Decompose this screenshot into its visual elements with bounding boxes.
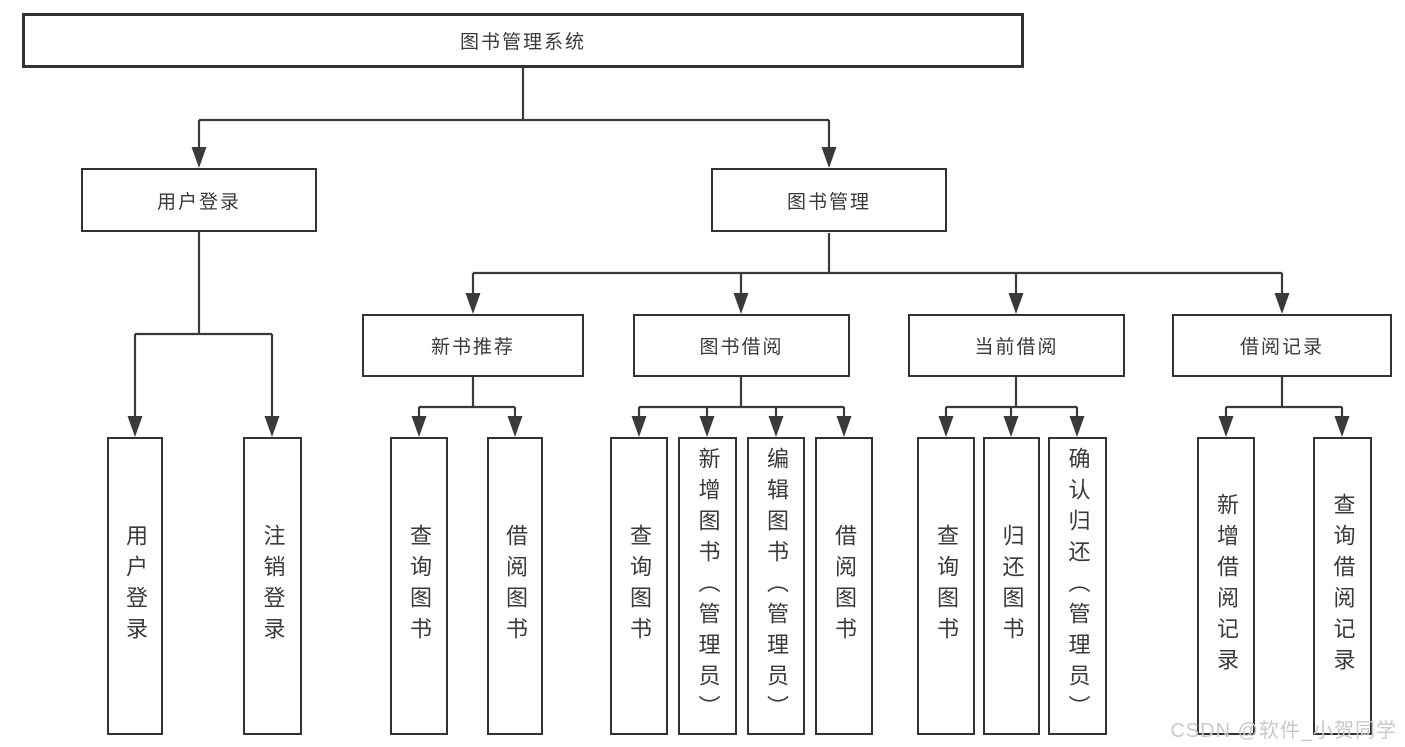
leaf-edit-books-admin: 编辑图书（管理员） [747,437,805,735]
node-label: 借阅图书 [832,524,857,648]
node-label: 新书推荐 [430,337,515,358]
leaf-add-borrow-record: 新增借阅记录 [1197,437,1255,735]
node-borrowing-records: 借阅记录 [1172,314,1392,377]
leaf-return-books: 归还图书 [983,437,1040,735]
node-label: 归还图书 [999,524,1025,648]
node-label: 新增借阅记录 [1214,493,1239,679]
arrowhead-icons [127,147,1350,437]
leaf-user-login: 用户登录 [107,437,163,735]
node-label: 确认归还（管理员） [1065,446,1091,726]
node-label: 注销登录 [260,524,286,648]
leaf-query-books-newbooks: 查询图书 [390,437,448,735]
leaf-borrow-books-newbooks: 借阅图书 [487,437,543,735]
node-label: 借阅图书 [503,524,528,648]
leaf-borrow-books: 借阅图书 [815,437,873,735]
node-label: 查询图书 [407,524,432,648]
node-book-management: 图书管理 [711,168,947,232]
node-label: 查询借阅记录 [1330,493,1356,679]
leaf-query-borrow-record: 查询借阅记录 [1313,437,1372,735]
node-label: 用户登录 [123,524,148,648]
node-label: 当前借阅 [974,337,1059,358]
node-new-book-recommendation: 新书推荐 [362,314,584,377]
node-book-borrowing: 图书借阅 [633,314,850,377]
node-label: 用户登录 [156,191,241,213]
leaf-logout: 注销登录 [243,437,302,735]
node-label: 图书管理系统 [459,32,586,53]
node-label: 查询图书 [934,524,959,648]
node-library-management-system: 图书管理系统 [22,13,1024,68]
node-label: 查询图书 [627,524,652,648]
leaf-add-books-admin: 新增图书（管理员） [678,437,737,735]
leaf-confirm-return-admin: 确认归还（管理员） [1048,437,1107,735]
node-current-borrowing: 当前借阅 [908,314,1125,377]
node-label: 图书管理 [786,191,871,213]
node-label: 新增图书（管理员） [695,446,721,726]
node-label: 借阅记录 [1239,337,1324,358]
node-user-login: 用户登录 [81,168,317,232]
node-label: 编辑图书（管理员） [764,446,789,726]
csdn-watermark: CSDN @软件_小贺同学 [1170,720,1397,742]
node-label: 图书借阅 [699,337,784,358]
leaf-query-books-current: 查询图书 [917,437,975,735]
leaf-query-books-borrow: 查询图书 [610,437,668,735]
